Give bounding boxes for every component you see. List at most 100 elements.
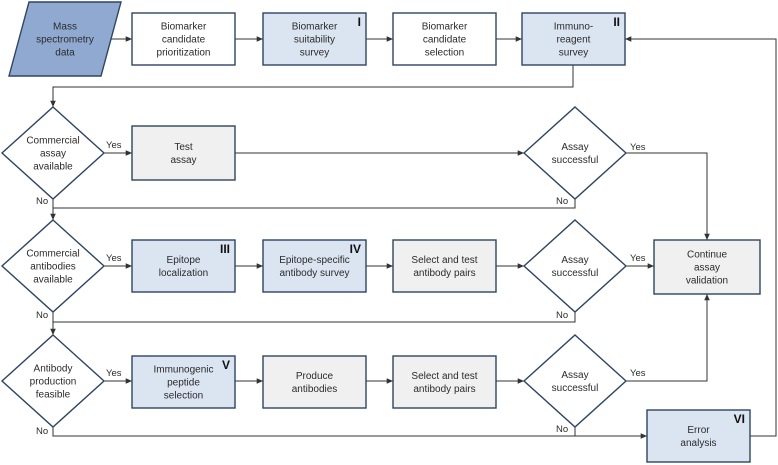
step-marker: I [358,15,361,29]
node-label-line: Biomarker [161,22,207,33]
yes-label: Yes [106,253,122,264]
node-d-assay3: Assay successful [522,334,628,428]
node-label-line: production [30,377,77,388]
node-label-line: Select and test [411,371,477,382]
process-box [392,355,497,409]
data-parallelogram [8,1,122,77]
node-label-line: available [33,162,73,173]
node-label-line: peptide [167,378,200,389]
node-label-line: validation [686,276,728,287]
process-box [131,239,236,293]
node-selection: Biomarker candidate selection [392,12,497,66]
node-label-line: assay [40,149,66,160]
decision-diamond [0,106,106,200]
edge-assay2-no-return [53,312,576,323]
node-label-line: available [33,275,73,286]
node-label-line: Mass [53,22,77,33]
node-d-assay1: Assay successful [522,106,628,200]
process-box [262,355,367,409]
no-label: No [556,196,568,207]
decision-diamond [522,334,628,428]
node-select-pairs2: Select and test antibody pairs [392,355,497,409]
step-marker: III [220,242,230,256]
process-box [392,239,497,293]
node-label-line: Commercial [26,136,79,147]
node-epitope-loc: Epitope localization III [131,239,236,293]
node-immunogenic: Immunogenic peptide selection V [131,355,236,409]
node-suitability: Biomarker suitability survey I [262,12,367,66]
node-label-line: Test [174,142,193,153]
node-continue: Continue assay validation [653,239,761,295]
process-box [131,125,236,181]
step-marker: VI [734,412,745,426]
node-label-line: Produce [296,371,334,382]
step-marker: V [222,358,230,372]
yes-label: Yes [106,140,122,151]
node-d-ab-production: Antibody production feasible [0,334,106,428]
no-label: No [556,310,568,321]
node-label-line: antibody pairs [413,384,475,395]
node-label-line: feasible [36,390,71,401]
node-label-line: spectrometry [36,35,94,46]
connector-lines [50,36,777,439]
node-label-line: selection [164,391,203,402]
node-label-line: data [55,48,75,59]
node-label-line: survey [559,48,588,59]
no-label: No [36,426,48,437]
node-label-line: antibody pairs [413,268,475,279]
node-label-line: Antibody [34,364,73,375]
process-box [131,12,236,66]
process-box [653,239,761,295]
node-label-line: Immuno- [554,22,593,33]
node-d-assay2: Assay successful [522,219,628,313]
node-label-line: assay [170,155,196,166]
node-label-line: antibody survey [279,268,349,279]
node-label-line: candidate [423,35,467,46]
yes-label: Yes [630,368,646,379]
node-label-line: Biomarker [292,22,338,33]
node-label-line: selection [425,48,464,59]
node-label-line: reagent [557,35,591,46]
node-label-line: Assay [561,370,588,381]
node-label-line: successful [552,383,599,394]
node-test-assay: Test assay [131,125,236,181]
edge-assay3-yes-to-continue [626,294,710,382]
yes-label: Yes [630,142,646,153]
node-label-line: Epitope [167,255,201,266]
no-label: No [36,310,48,321]
node-label-line: Biomarker [422,22,468,33]
yes-label: Yes [106,368,122,379]
node-label-line: survey [300,48,329,59]
node-label-line: suitability [294,35,335,46]
process-box [131,355,236,409]
decision-diamond [0,334,106,428]
node-label-line: Immunogenic [153,365,213,376]
process-box [392,12,497,66]
node-label-line: antibodies [30,262,76,273]
node-label-line: successful [552,268,599,279]
edge-error-loop-to-immuno [625,36,777,437]
process-box [262,12,367,66]
decision-diamond [522,106,628,200]
node-label-line: Error [687,425,710,436]
step-marker: IV [350,242,361,256]
decision-diamond [522,219,628,313]
edge-immuno-to-commercial-assay [50,65,574,107]
node-label-line: Continue [687,250,727,261]
process-box [646,409,751,463]
edge-production-no-to-error [52,427,647,439]
node-label-line: successful [552,155,599,166]
node-label-line: Assay [561,142,588,153]
node-label-line: candidate [162,35,206,46]
node-label-line: assay [694,263,720,274]
node-label-line: localization [159,268,208,279]
node-label-line: antibodies [292,384,338,395]
node-label-line: Assay [561,255,588,266]
flowchart-nodes: Mass spectrometry data Biomarker candidate pr… [0,1,761,463]
